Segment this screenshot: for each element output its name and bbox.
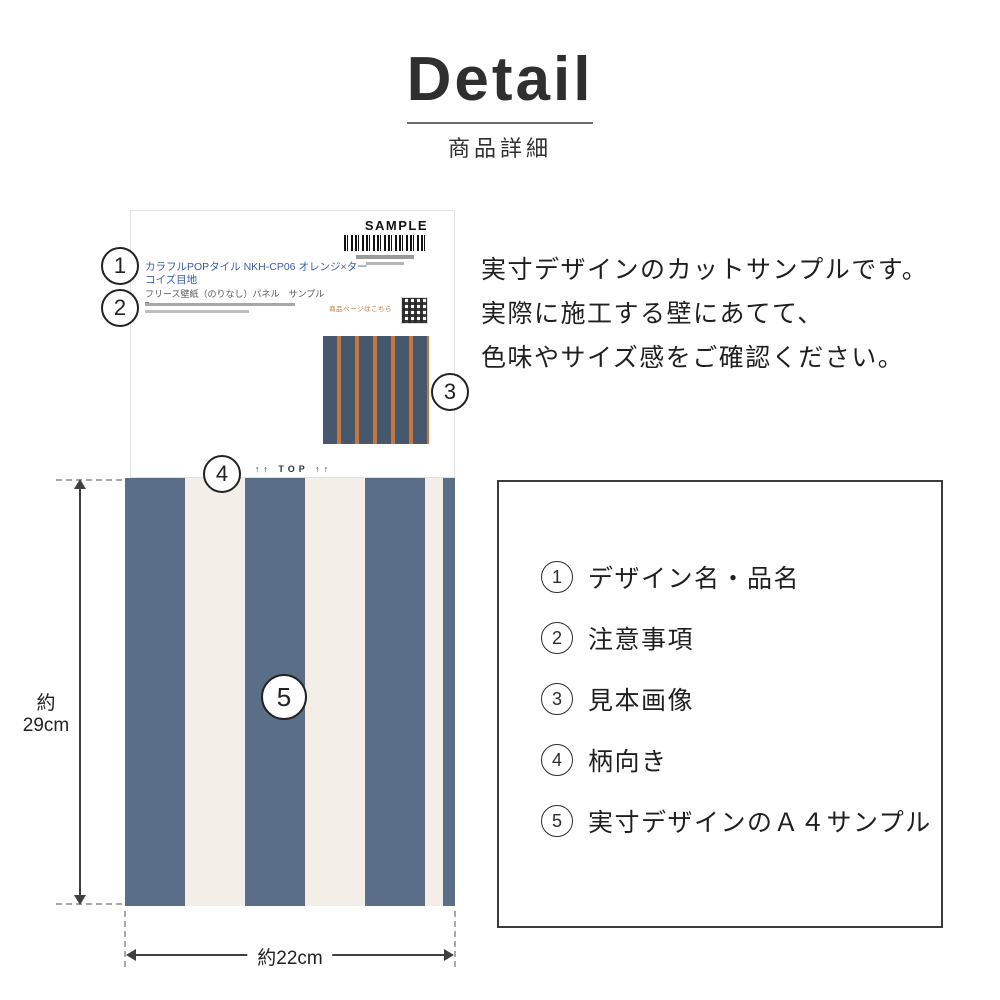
legend-number-4: 4 [541, 744, 573, 776]
description-text: 実寸デザインのカットサンプルです。 実際に施工する壁にあてて、 色味やサイズ感を… [481, 248, 951, 380]
legend-label-3: 見本画像 [588, 687, 695, 715]
callout-2: 2 [101, 289, 139, 327]
legend-label-2: 注意事項 [588, 626, 695, 654]
note-line [145, 303, 295, 306]
legend-label-4: 柄向き [588, 748, 668, 776]
arrow-down-icon [74, 895, 86, 905]
legend-item-3: 3 見本画像 [541, 676, 941, 722]
legend-number-1: 1 [541, 561, 573, 593]
product-name: カラフルPOPタイル NKH-CP06 オレンジ×ターコイズ目地 [145, 261, 368, 286]
note-line [145, 310, 249, 313]
title-underline [407, 122, 593, 124]
arrow-right-icon [444, 949, 454, 961]
barcode-number-bar [356, 255, 414, 259]
product-spec: フリース壁紙（のりなし）パネル サンプル [145, 289, 325, 299]
page-title: Detail [406, 45, 594, 114]
legend-item-4: 4 柄向き [541, 737, 941, 783]
width-dimension-label: 約22cm [247, 943, 333, 970]
legend-number-3: 3 [541, 683, 573, 715]
arrow-left-icon [126, 949, 136, 961]
height-dimension-label: 約29cm [22, 693, 70, 736]
description-line-1: 実寸デザインのカットサンプルです。 [481, 256, 929, 284]
height-extension-line-bottom [56, 903, 122, 905]
qr-code-icon [401, 297, 428, 324]
legend-item-5: 5 実寸デザインのＡ４サンプル [541, 798, 941, 844]
legend-box: 1 デザイン名・品名 2 注意事項 3 見本画像 4 柄向き 5 実寸デザインの… [497, 480, 943, 928]
callout-3: 3 [431, 373, 469, 411]
pattern-direction-marker: ↑↑ TOP ↑↑ [254, 464, 333, 474]
legend-item-1: 1 デザイン名・品名 [541, 554, 941, 600]
width-extension-line-left [124, 911, 126, 967]
arrow-up-icon [74, 479, 86, 489]
callout-5: 5 [261, 674, 307, 720]
height-dimension-line [79, 487, 81, 897]
pattern-swatch-image [323, 336, 429, 444]
callout-4: 4 [203, 455, 241, 493]
width-extension-line-right [454, 911, 456, 967]
sample-label: SAMPLE [364, 218, 428, 233]
legend-label-5: 実寸デザインのＡ４サンプル [588, 809, 932, 837]
barcode-number-bar [366, 262, 404, 265]
legend-number-2: 2 [541, 622, 573, 654]
page-subtitle: 商品詳細 [447, 136, 552, 161]
sample-card: SAMPLE カラフルPOPタイル NKH-CP06 オレンジ×ターコイズ目地 … [130, 210, 455, 478]
callout-1: 1 [101, 247, 139, 285]
qr-caption: 商品ページはこちら [329, 306, 392, 313]
legend-item-2: 2 注意事項 [541, 615, 941, 661]
description-line-2: 実際に施工する壁にあてて、 [481, 300, 824, 328]
barcode-icon [344, 235, 428, 251]
height-extension-line-top [56, 479, 122, 481]
legend-number-5: 5 [541, 805, 573, 837]
description-line-3: 色味やサイズ感をご確認ください。 [481, 344, 905, 372]
legend-label-1: デザイン名・品名 [588, 565, 801, 593]
